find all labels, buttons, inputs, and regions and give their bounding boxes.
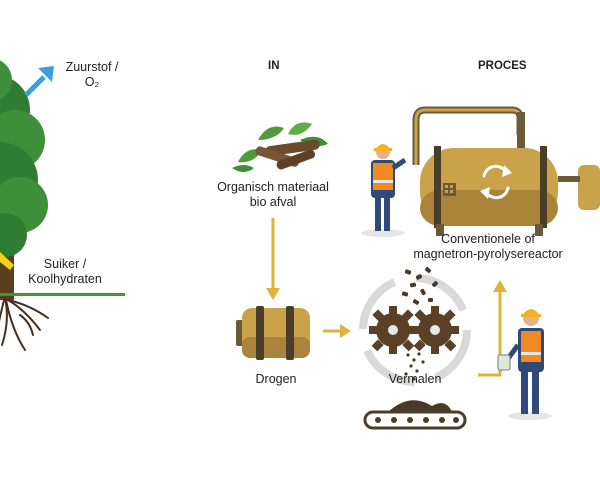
drying-label: Drogen	[255, 372, 297, 386]
worker-icon	[497, 309, 552, 420]
sugar-label: Suiker / Koolhydraten	[10, 257, 120, 287]
oxygen-arrow	[24, 66, 54, 97]
grinder-gears-icon	[359, 274, 471, 386]
pellets-icon	[401, 266, 439, 381]
ground-line	[0, 293, 125, 296]
organic-label-line1: Organisch materiaal	[217, 180, 329, 194]
recycle-icon	[480, 164, 512, 200]
reactor-label-line1: Conventionele of	[441, 232, 535, 246]
flow-arrow-down	[266, 218, 280, 300]
dryer-drum-icon	[236, 306, 310, 360]
reactor-tank-icon	[412, 106, 600, 236]
flow-arrow-right	[323, 324, 351, 338]
header-in: IN	[268, 60, 280, 72]
tree-icon	[0, 60, 48, 300]
conveyor-belt-icon	[363, 400, 467, 430]
worker-icon	[361, 144, 407, 237]
header-proces: PROCES	[478, 60, 527, 72]
flow-arrow-up	[478, 280, 507, 377]
oxygen-label-line1: Zuurstof /	[65, 60, 119, 74]
roots-icon	[0, 297, 49, 351]
oxygen-label: Zuurstof / O₂	[52, 60, 132, 90]
grinding-label: Vermalen	[388, 372, 442, 386]
sugar-arrow	[0, 252, 14, 270]
biomass-icon	[232, 122, 328, 172]
organic-label-line2: bio afval	[249, 195, 297, 209]
sugar-label-line2: Koolhydraten	[28, 272, 102, 286]
reactor-label-line2: magnetron-pyrolysereactor	[413, 247, 563, 261]
sugar-label-line1: Suiker /	[43, 257, 87, 271]
reactor-label: Conventionele of magnetron-pyrolysereact…	[398, 232, 578, 262]
oxygen-label-line2: O₂	[84, 75, 100, 89]
organic-material-label: Organisch materiaal bio afval	[198, 180, 348, 210]
